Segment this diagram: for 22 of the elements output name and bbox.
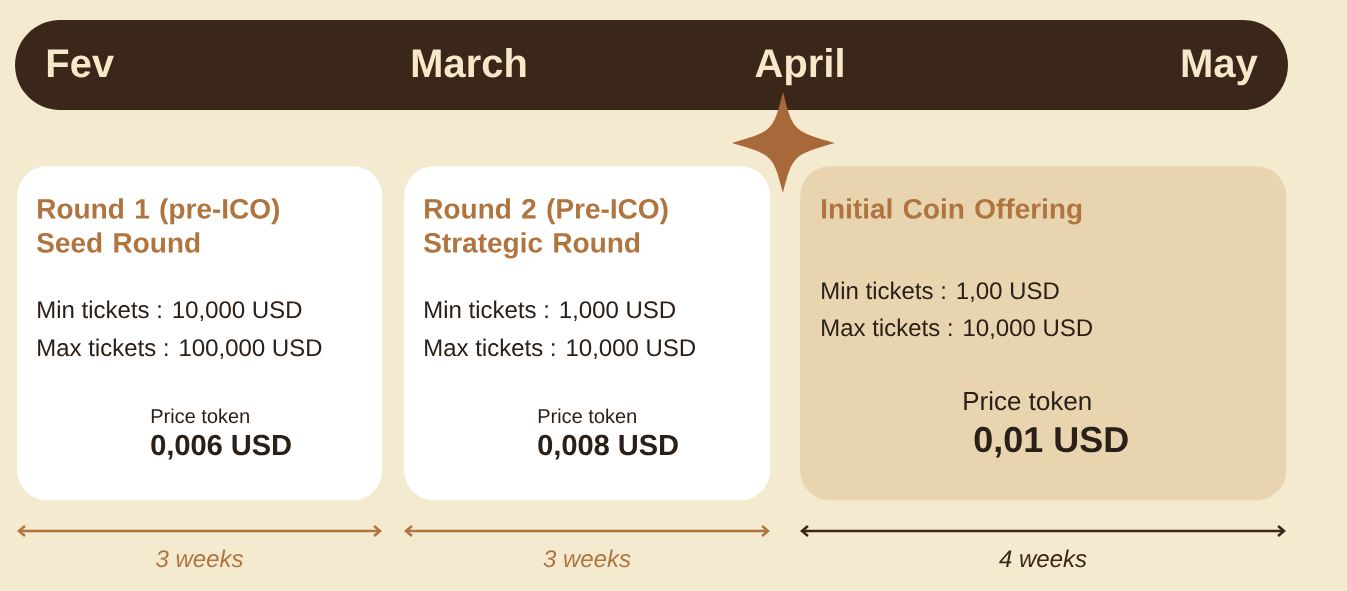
ticket-text: Min tickets : 10,000 USD bbox=[38, 300, 302, 322]
price-label: Price token bbox=[151, 408, 249, 424]
ticket-text: Max tickets : 10,000 USD bbox=[425, 338, 695, 360]
ticket-text: Max tickets : 10,000 USD bbox=[822, 318, 1092, 340]
price-label: Price token bbox=[964, 391, 1091, 411]
month-label: March bbox=[412, 48, 526, 78]
ticket-text: Min tickets : 1,00 USD bbox=[822, 281, 1059, 303]
ticket-text: Min tickets : 1,000 USD bbox=[425, 300, 675, 322]
card-heading: Round 2 (Pre-ICO) Strategic Round bbox=[424, 198, 668, 259]
card-heading: Initial Coin Offering bbox=[822, 198, 1082, 225]
price-value: 0,006 USD bbox=[151, 434, 291, 460]
month-label: May bbox=[1182, 49, 1258, 86]
duration-label: 3 weeks bbox=[543, 549, 631, 568]
month-label: Fev bbox=[47, 49, 114, 78]
price-value: 0,01 USD bbox=[974, 426, 1128, 458]
price-value: 0,008 USD bbox=[538, 434, 678, 460]
price-label: Price token bbox=[538, 408, 636, 424]
card-heading: Round 1 (pre-ICO) Seed Round bbox=[37, 198, 279, 253]
duration-label: 3 weeks bbox=[156, 549, 243, 568]
duration-label: 4 weeks bbox=[999, 549, 1087, 568]
ticket-text: Max tickets : 100,000 USD bbox=[38, 338, 322, 360]
month-label: April bbox=[755, 48, 843, 86]
